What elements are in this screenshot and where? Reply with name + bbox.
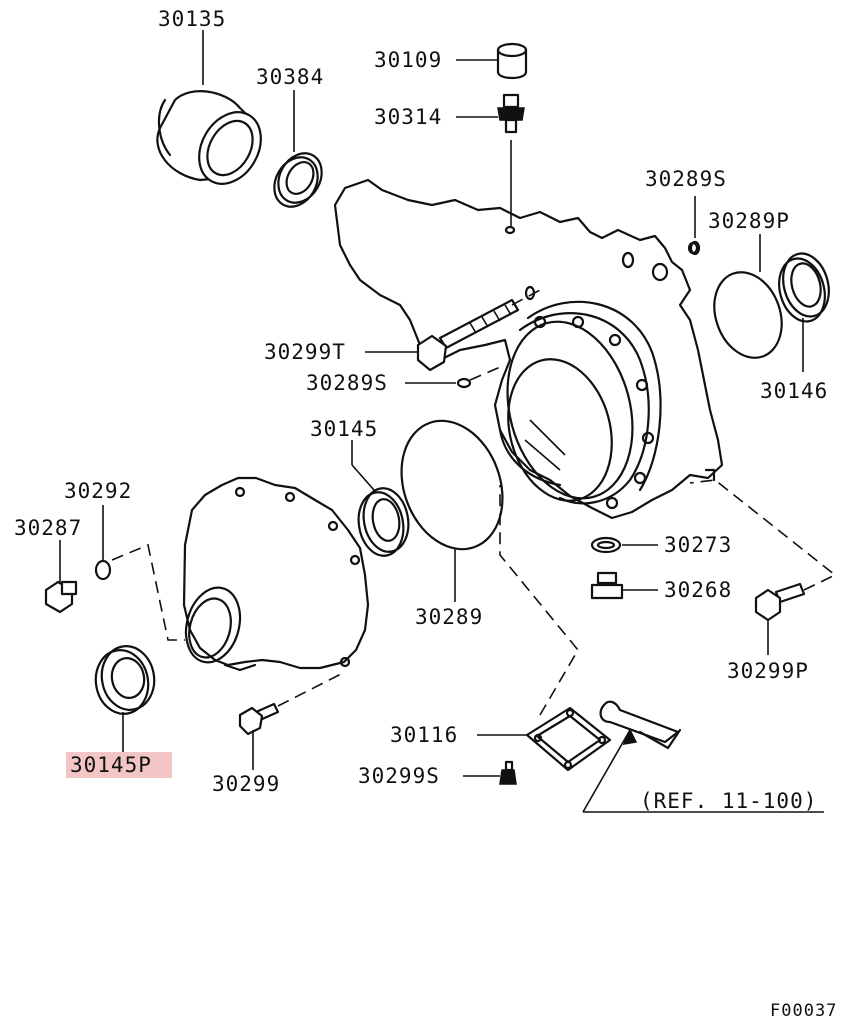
label-30273[interactable]: 30273 bbox=[664, 533, 732, 557]
part-30287-plug[interactable] bbox=[44, 580, 78, 614]
part-30289P-oring[interactable] bbox=[703, 263, 793, 368]
part-30292-washer[interactable] bbox=[94, 559, 112, 581]
label-30299P[interactable]: 30299P bbox=[727, 659, 809, 683]
label-30289S-top[interactable]: 30289S bbox=[645, 167, 727, 191]
part-30299P-bolt[interactable] bbox=[754, 582, 806, 622]
label-30116[interactable]: 30116 bbox=[390, 723, 458, 747]
part-30273-gasket[interactable] bbox=[590, 536, 622, 554]
part-30314-breather[interactable] bbox=[497, 93, 525, 134]
part-30299-bolt[interactable] bbox=[238, 702, 280, 736]
part-30299S-bolt[interactable] bbox=[499, 760, 517, 785]
ref-shift-rail[interactable] bbox=[599, 700, 682, 750]
highlight-box bbox=[66, 752, 172, 778]
label-ref[interactable]: (REF. 11-100) bbox=[640, 789, 817, 813]
extension-housing[interactable] bbox=[178, 476, 370, 672]
part-30384-seal[interactable] bbox=[266, 145, 331, 214]
label-30299S[interactable]: 30299S bbox=[358, 764, 440, 788]
label-30145P[interactable]: 30145P bbox=[70, 753, 152, 777]
label-30299[interactable]: 30299 bbox=[212, 772, 280, 796]
label-30135[interactable]: 30135 bbox=[158, 7, 226, 31]
label-30289[interactable]: 30289 bbox=[415, 605, 483, 629]
part-30289S-mid-oring[interactable] bbox=[456, 377, 472, 389]
label-30384[interactable]: 30384 bbox=[256, 65, 324, 89]
part-30145P-seal[interactable] bbox=[91, 642, 159, 718]
part-30135-sleeve[interactable] bbox=[156, 90, 273, 195]
part-30299T-bolt[interactable] bbox=[416, 298, 520, 372]
label-30289P[interactable]: 30289P bbox=[708, 209, 790, 233]
label-30289S-mid[interactable]: 30289S bbox=[306, 371, 388, 395]
figure-code: F00037 bbox=[770, 1001, 837, 1021]
label-30145[interactable]: 30145 bbox=[310, 417, 378, 441]
transfer-case-housing[interactable] bbox=[333, 178, 724, 520]
label-30292[interactable]: 30292 bbox=[64, 479, 132, 503]
label-30109[interactable]: 30109 bbox=[374, 48, 442, 72]
label-30314[interactable]: 30314 bbox=[374, 105, 442, 129]
part-30289-oring[interactable] bbox=[384, 407, 519, 564]
label-30146[interactable]: 30146 bbox=[760, 379, 828, 403]
label-30287[interactable]: 30287 bbox=[14, 516, 82, 540]
part-30146-seal[interactable] bbox=[772, 248, 835, 326]
part-30109-cap[interactable] bbox=[496, 42, 528, 80]
part-30289S-top-oring[interactable] bbox=[689, 240, 701, 256]
part-30116-cover-plate[interactable] bbox=[525, 706, 612, 772]
part-30268-plug[interactable] bbox=[590, 571, 624, 600]
part-30145-seal[interactable] bbox=[354, 485, 413, 560]
label-30268[interactable]: 30268 bbox=[664, 578, 732, 602]
label-30299T[interactable]: 30299T bbox=[264, 340, 346, 364]
